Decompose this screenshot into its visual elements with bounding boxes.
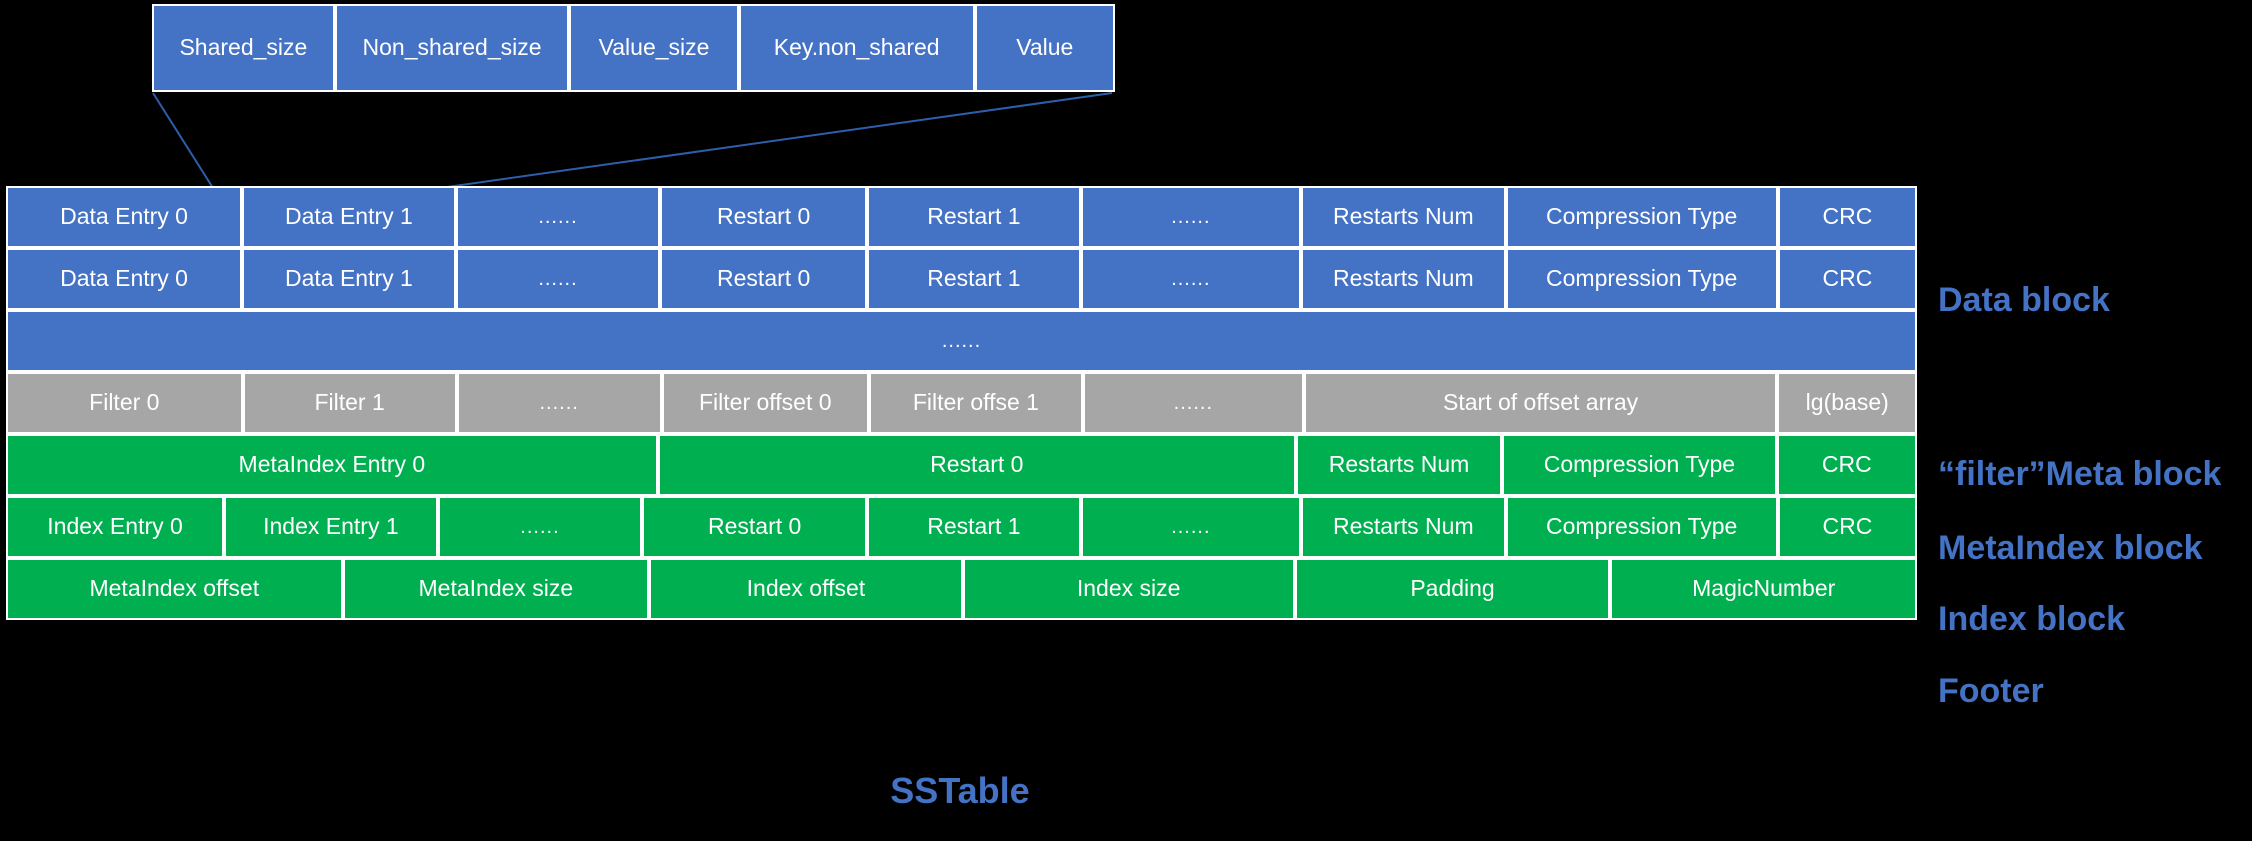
cell-compression-type: Compression Type [1505,186,1778,248]
cell-restarts-num: Restarts Num [1301,496,1506,558]
cell-magicnumber: MagicNumber [1610,558,1917,620]
cell-index-offset: Index offset [649,558,963,620]
cell-restarts-num: Restarts Num [1301,186,1506,248]
cell-filter-0: Filter 0 [6,372,243,434]
cell-restart-1: Restart 1 [867,496,1081,558]
cell-data-entry-1: Data Entry 1 [242,248,456,310]
cell-compression-type: Compression Type [1505,496,1778,558]
cell-compression-type: Compression Type [1505,248,1778,310]
label-filter-meta-block: “filter”Meta block [1938,455,2222,493]
cell--: ...... [6,310,1917,372]
cell-data-entry-1: Data Entry 1 [242,186,456,248]
cell-restart-0: Restart 0 [642,496,868,558]
cell--: ...... [456,372,662,434]
cell-metaindex-size: MetaIndex size [342,558,650,620]
cell-restart-0: Restart 0 [657,434,1296,496]
cell-data-entry-0: Data Entry 0 [6,186,243,248]
cell-metaindex-entry-0: MetaIndex Entry 0 [6,434,658,496]
cell--: ...... [437,496,643,558]
connector-line-left [152,92,214,189]
cell--: ...... [455,186,661,248]
label-data-block: Data block [1938,281,2110,319]
cell--: ...... [1080,248,1302,310]
cell-compression-type: Compression Type [1502,434,1777,496]
cell-crc: CRC [1777,248,1917,310]
cell-data-entry-0: Data Entry 0 [6,248,243,310]
cell-filter-offse-1: Filter offse 1 [868,372,1083,434]
label-metaindex-block: MetaIndex block [1938,529,2203,567]
cell--: ...... [1080,496,1302,558]
cell-index-entry-0: Index Entry 0 [6,496,225,558]
cell-index-entry-1: Index Entry 1 [224,496,438,558]
cell-restart-0: Restart 0 [660,248,868,310]
cell-restarts-num: Restarts Num [1301,248,1506,310]
cell-start-of-offset-array: Start of offset array [1303,372,1778,434]
cell-filter-offset-0: Filter offset 0 [661,372,869,434]
label-index-block: Index block [1938,600,2126,638]
detail-cell-shared-size: Shared_size [152,4,335,92]
cell--: ...... [1080,186,1302,248]
cell-metaindex-offset: MetaIndex offset [6,558,343,620]
data-block-row-ellipsis: ...... [6,310,1917,372]
cell-crc: CRC [1777,186,1917,248]
cell-restart-1: Restart 1 [867,186,1081,248]
detail-cell-value-size: Value_size [569,4,739,92]
connector-line-right [439,92,1113,189]
cell-restart-0: Restart 0 [660,186,868,248]
cell--: ...... [1082,372,1304,434]
cell-restarts-num: Restarts Num [1295,434,1503,496]
cell-crc: CRC [1776,434,1918,496]
detail-cell-non-shared-size: Non_shared_size [334,4,570,92]
cell-restart-1: Restart 1 [867,248,1081,310]
detail-cell-value: Value [974,4,1116,92]
cell-padding: Padding [1294,558,1611,620]
cell--: ...... [455,248,661,310]
cell-filter-1: Filter 1 [242,372,457,434]
detail-cell-key-non-shared: Key.non_shared [738,4,975,92]
diagram-caption: SSTable [890,770,1030,811]
label-footer: Footer [1938,672,2044,710]
cell-index-size: Index size [962,558,1295,620]
cell-lg-base-: lg(base) [1777,372,1917,434]
cell-crc: CRC [1777,496,1917,558]
